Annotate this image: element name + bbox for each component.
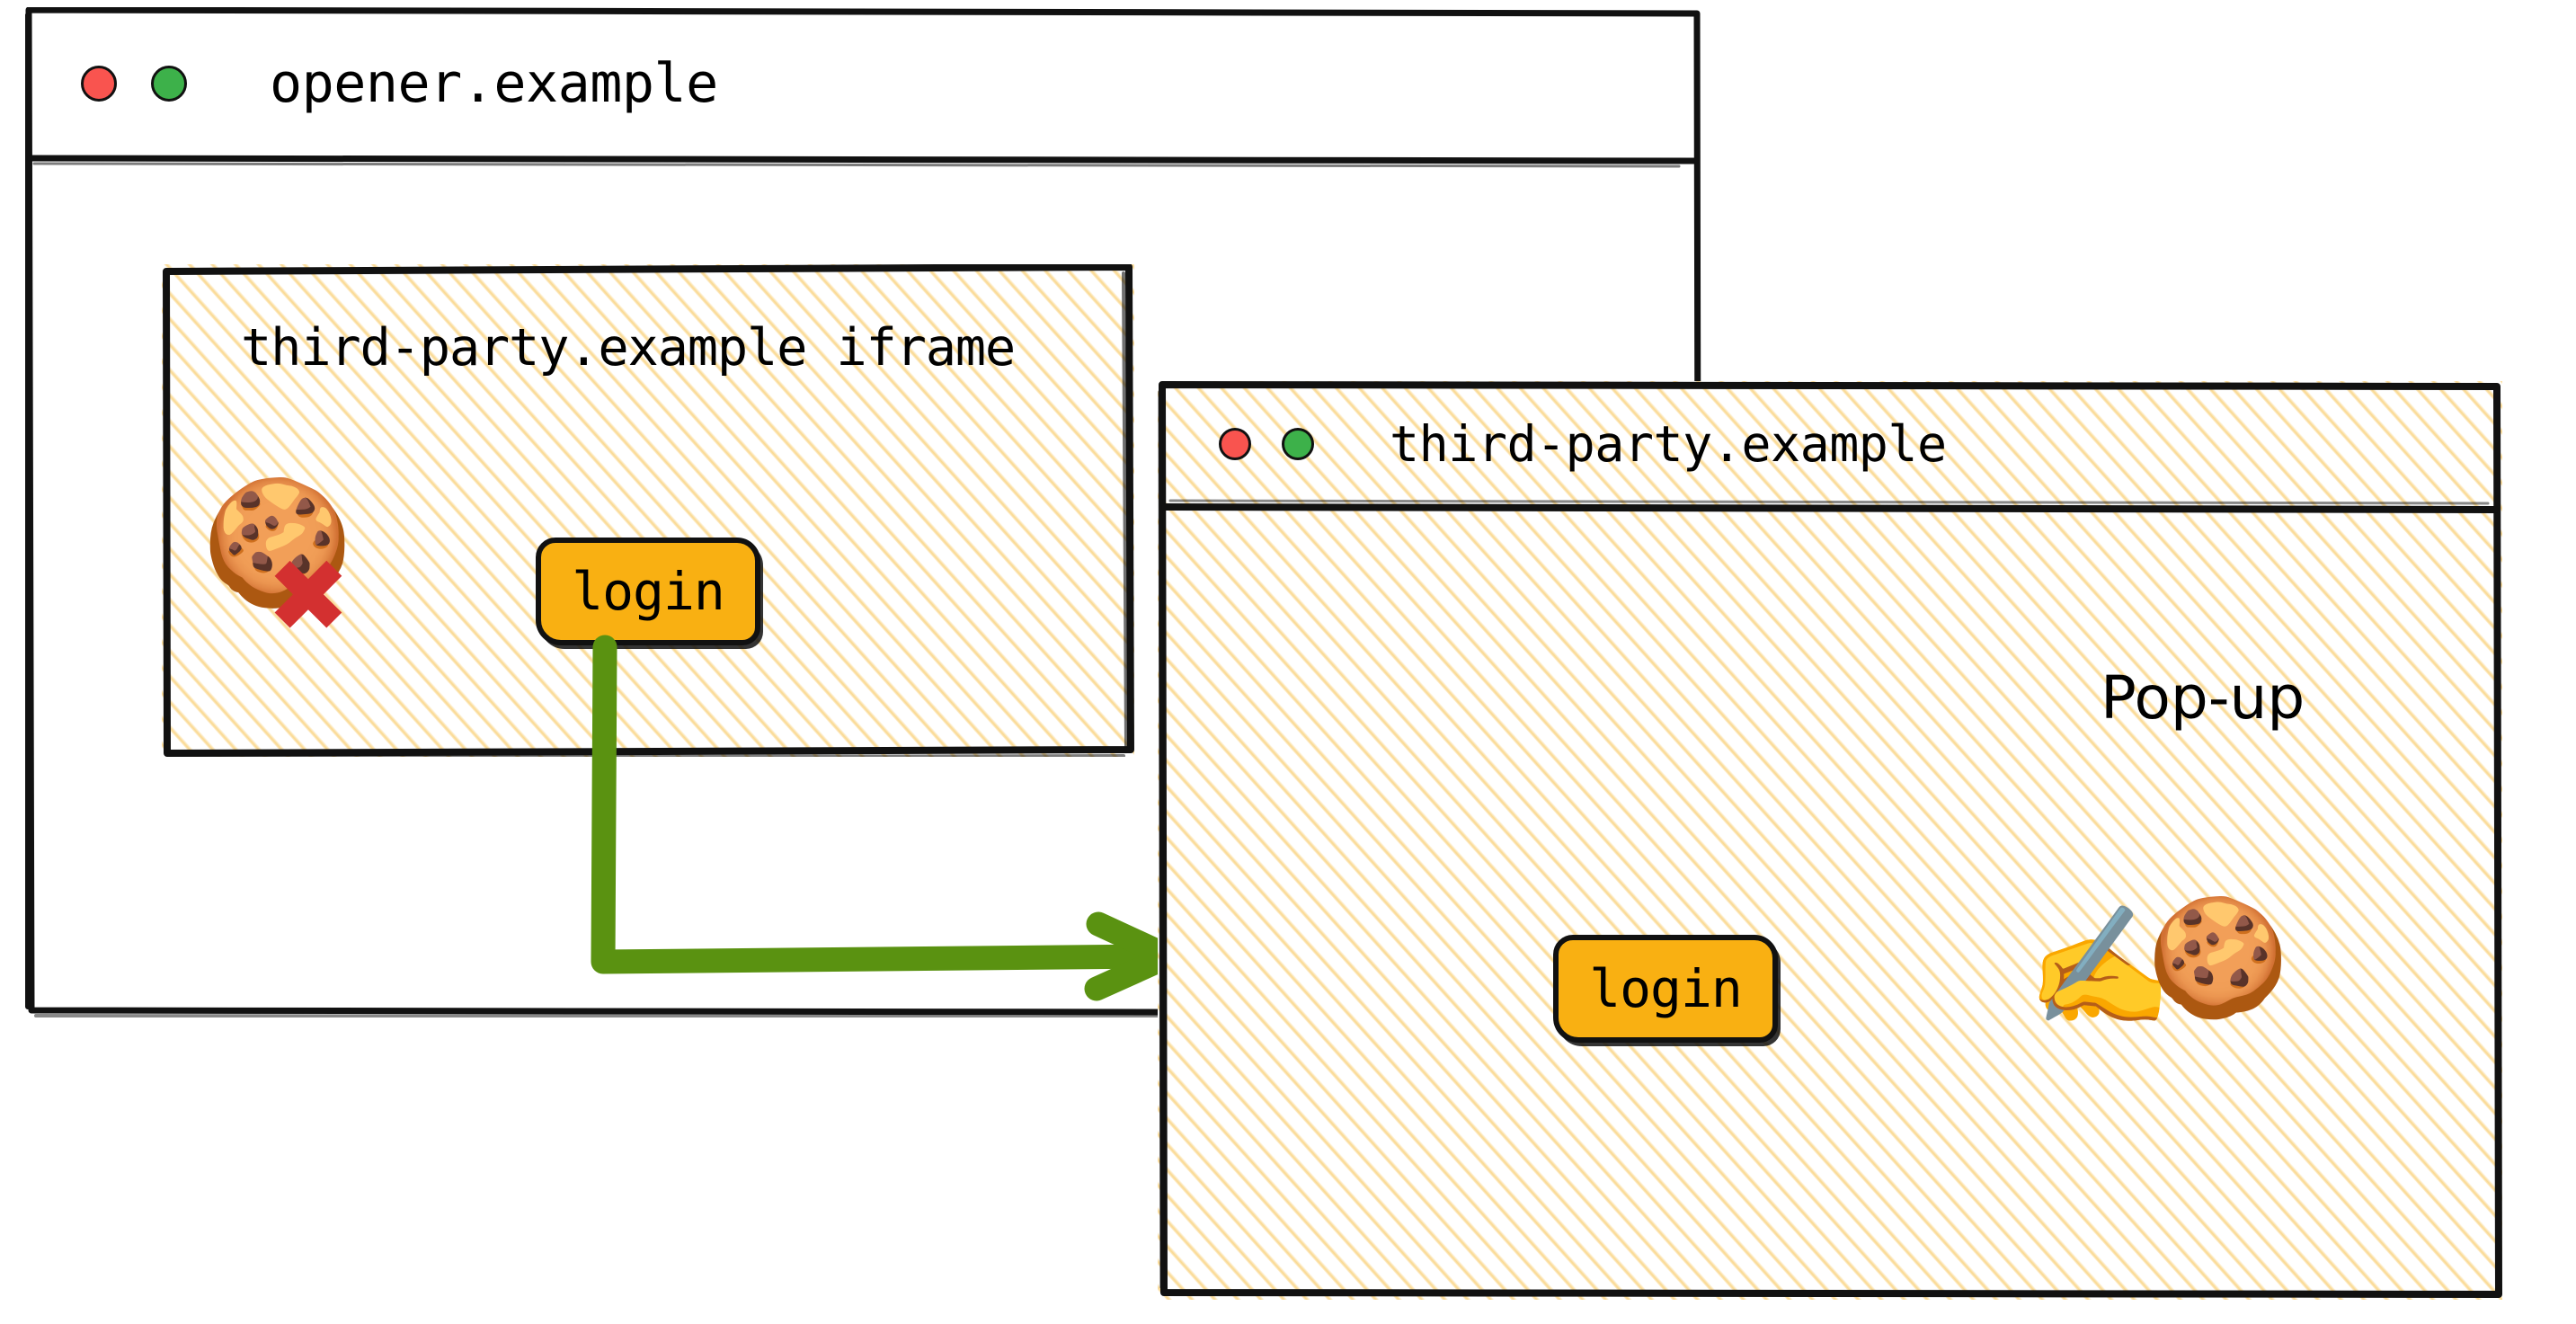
close-dot[interactable]: [81, 66, 117, 102]
popup-window-title: third-party.example: [1390, 414, 1947, 473]
minimize-dot[interactable]: [1282, 428, 1314, 460]
close-dot[interactable]: [1219, 428, 1251, 460]
blocked-cookie-group: 🍪 ✖: [201, 482, 399, 653]
popup-annotation-label: Pop-up: [2101, 663, 2305, 733]
opener-traffic-lights: [81, 66, 187, 102]
iframe-login-button[interactable]: login: [536, 538, 760, 645]
popup-traffic-lights: [1219, 428, 1314, 460]
popup-login-button-label: login: [1589, 958, 1743, 1019]
minimize-dot[interactable]: [151, 66, 187, 102]
cross-mark-icon: ✖: [266, 538, 351, 655]
popup-content: [1158, 507, 2502, 1300]
iframe-label: third-party.example iframe: [241, 318, 1016, 378]
popup-login-button[interactable]: login: [1553, 935, 1778, 1043]
opener-titlebar: opener.example: [25, 7, 1704, 160]
popup-titlebar: third-party.example: [1158, 381, 2502, 507]
opener-window-title: opener.example: [270, 52, 718, 115]
iframe-login-button-label: login: [572, 561, 725, 622]
cookie-icon: 🍪: [2146, 891, 2290, 1025]
popup-browser-window: third-party.example: [1158, 381, 2502, 1300]
